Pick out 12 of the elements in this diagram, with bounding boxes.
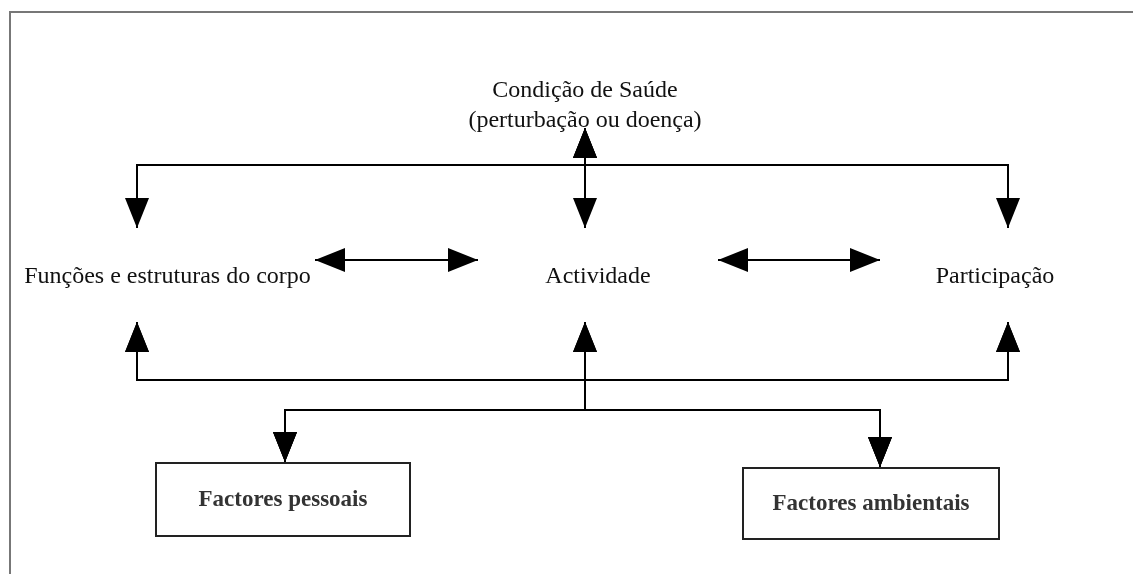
process-box [155,462,411,537]
process-box [742,467,1000,540]
arrow [573,127,1020,229]
arrow [584,321,1020,468]
node-label: Actividade [545,261,651,290]
node-label: Condição de Saúde (perturbação ou doença) [467,75,703,134]
arrow [717,248,881,272]
node-label: Participação [935,261,1055,290]
node-label: Factores pessoais [198,485,368,514]
arrow [314,248,479,272]
node-label: Funções e estruturas do corpo [24,261,311,290]
node-label: Factores ambientais [772,489,970,518]
